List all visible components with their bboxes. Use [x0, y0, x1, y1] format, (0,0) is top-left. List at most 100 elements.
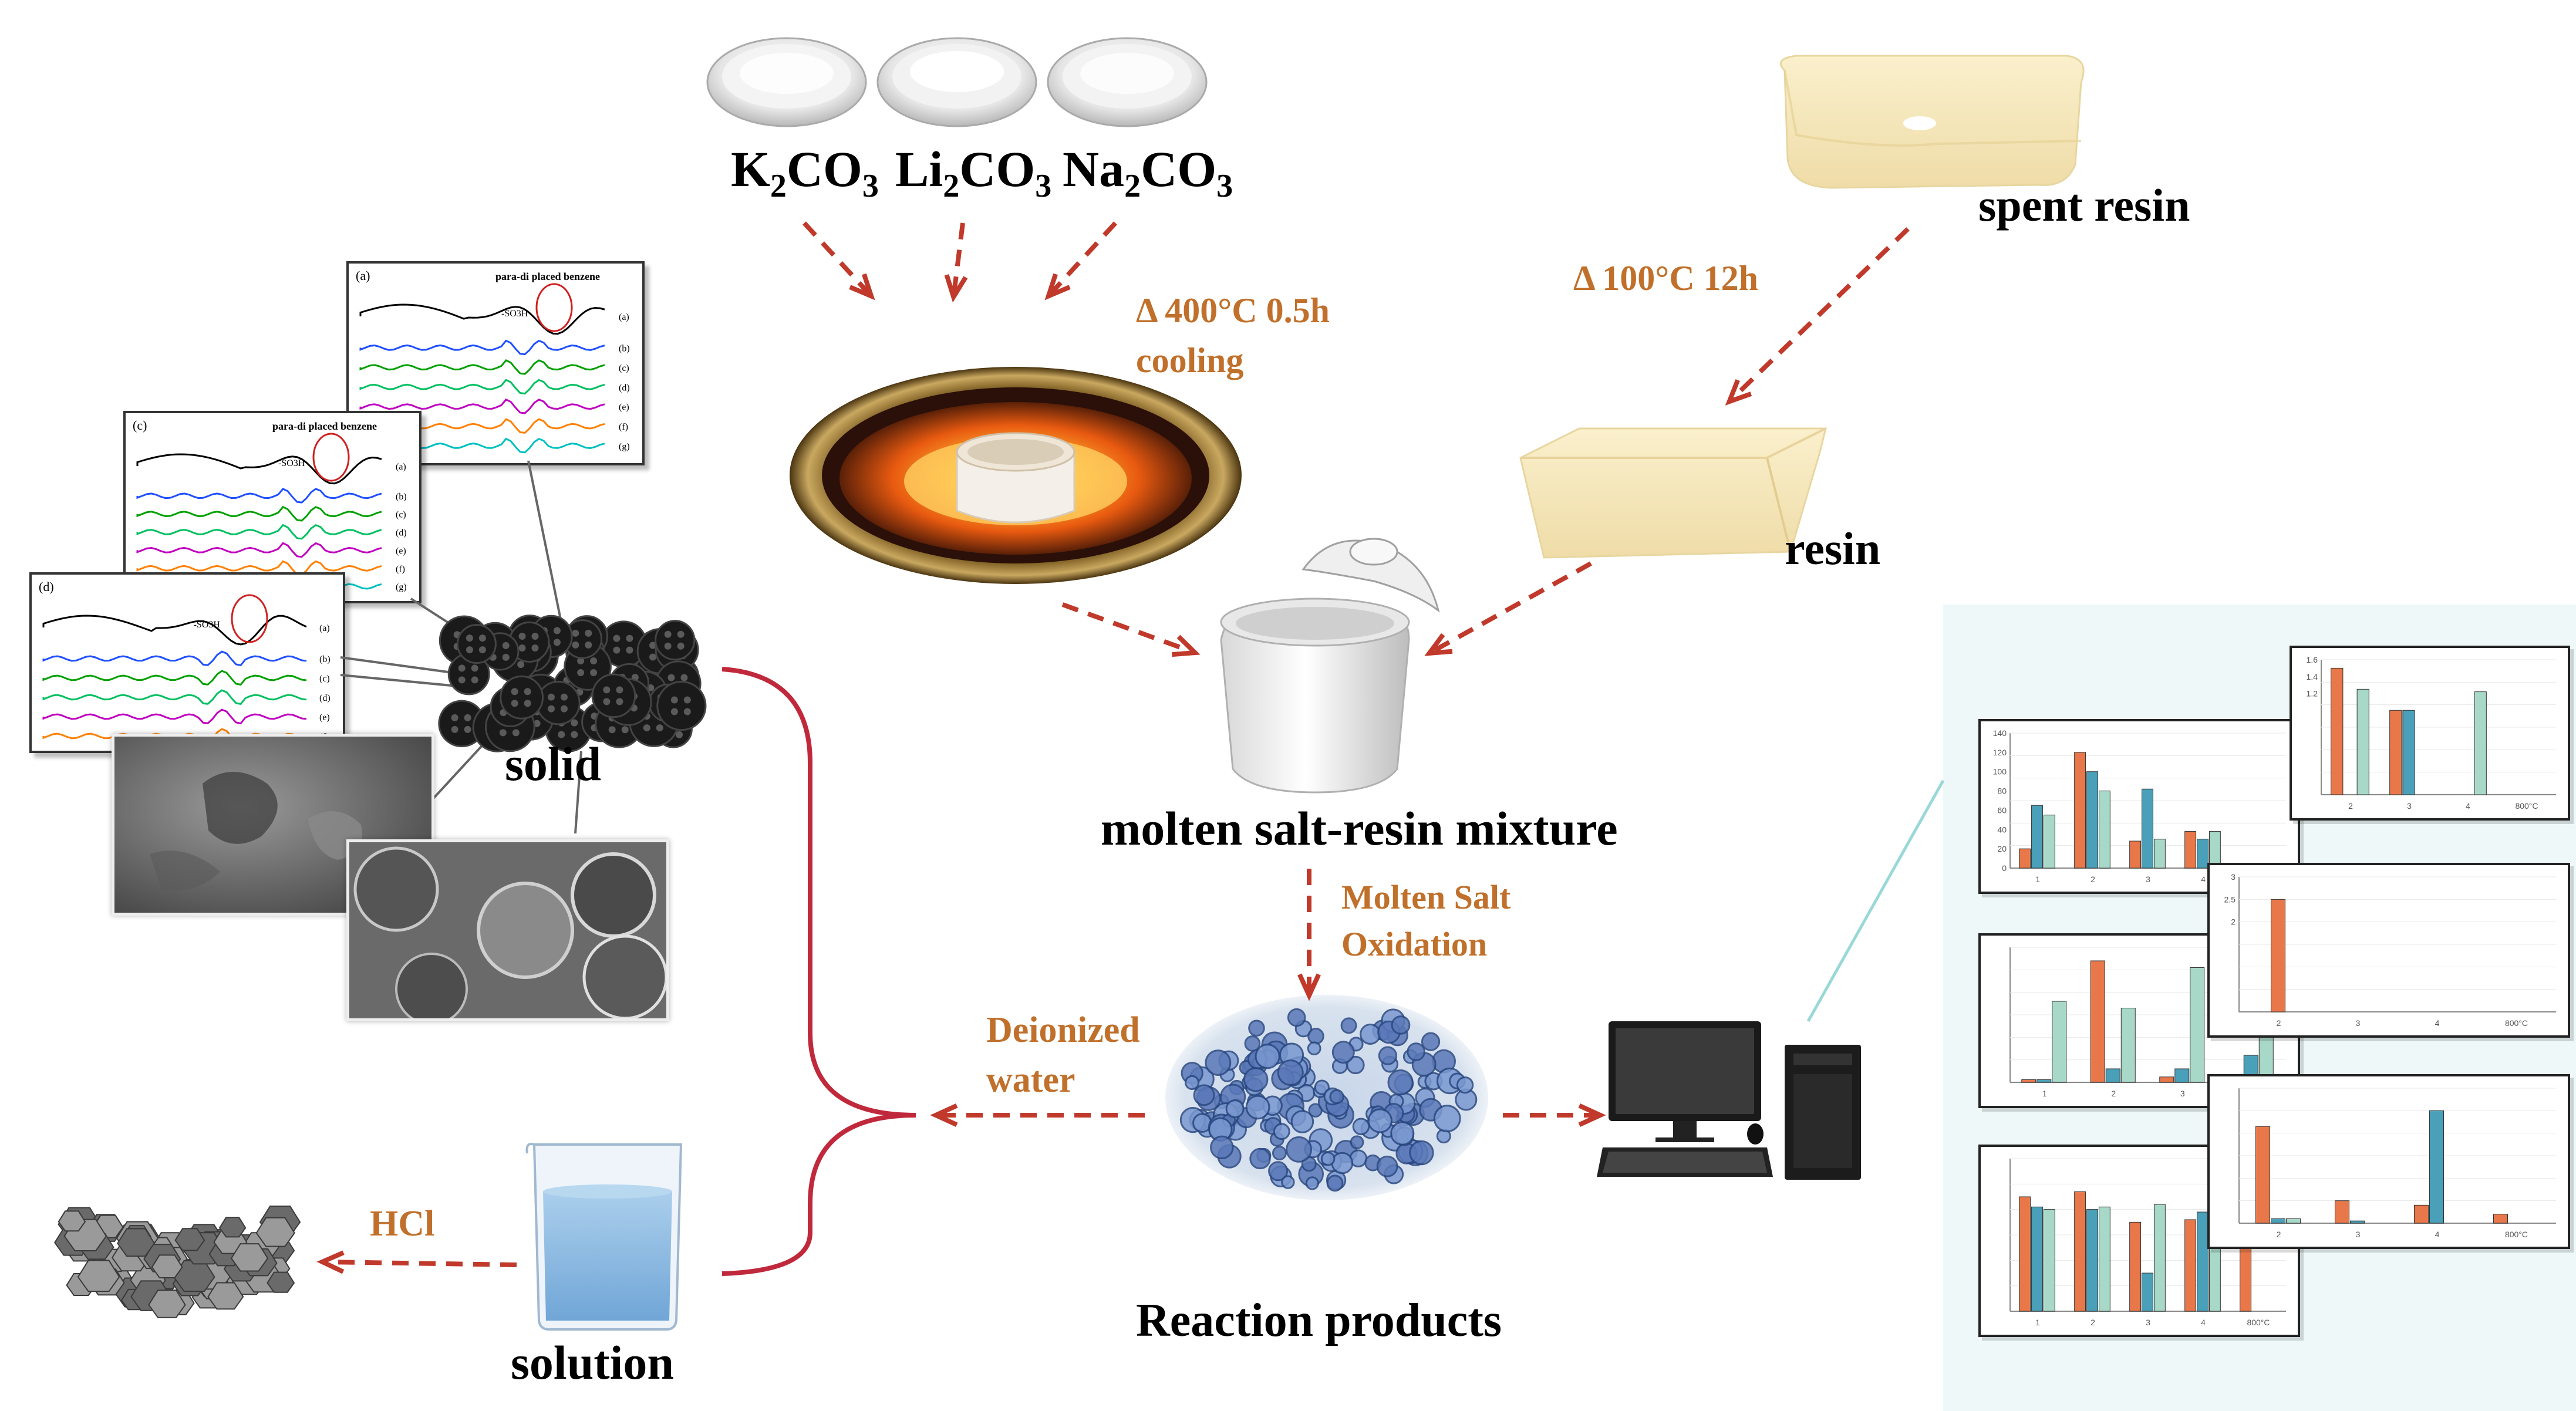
granule-pore: [664, 630, 672, 638]
resin-granule: [1290, 1110, 1314, 1133]
salt-label-k2co3: K2CO3: [731, 141, 879, 205]
chart-bar: [2159, 1076, 2174, 1083]
spectrum-curve-label: (e): [396, 546, 406, 556]
x-tick-label: 3: [2356, 1018, 2361, 1028]
arrow-crucible-to-products-head: [1297, 973, 1321, 1001]
x-tick-label: 2: [2111, 1089, 2116, 1098]
spectrum-curve: [42, 708, 307, 725]
x-tick-label: 3: [2407, 801, 2412, 811]
granule-pore: [451, 725, 458, 733]
y-tick-label: 1.4: [2307, 672, 2318, 681]
metal-pellet: [151, 1254, 183, 1278]
granule-pore: [643, 724, 650, 732]
spectrum-curve: [42, 670, 307, 686]
chart-bar: [2031, 805, 2043, 869]
granule-pore: [533, 720, 541, 727]
resin-granule: [1391, 1015, 1411, 1035]
porous-granule: [500, 675, 544, 720]
resin-granule: [1320, 1151, 1336, 1166]
resin-granule: [1329, 1089, 1344, 1105]
granule-pore: [683, 696, 691, 704]
spectrum-curve-label: (f): [396, 564, 405, 574]
arrow-furnace-to-crucible: [1061, 602, 1193, 654]
x-tick-label: 2: [2277, 1230, 2281, 1239]
y-tick-label: 100: [1993, 767, 2007, 777]
chart-bar: [2474, 691, 2487, 795]
x-tick-label: 2: [2348, 801, 2353, 811]
furnace-condition-cooling: cooling: [1136, 341, 1244, 380]
spectrum-curve: [136, 560, 382, 576]
resin-granule: [1390, 1121, 1415, 1146]
spectrum-curve: [42, 689, 307, 706]
spectrum-curve-label: (b): [396, 492, 407, 502]
x-tick-label: 4: [2201, 875, 2206, 884]
metal-pellet: [77, 1260, 120, 1292]
granule-pore: [670, 696, 678, 704]
granule-pore: [511, 688, 518, 696]
resin-granule: [1340, 1017, 1357, 1034]
chart-bar: [2129, 1221, 2142, 1312]
granule-pore: [626, 634, 633, 642]
resin-granule: [1367, 1108, 1392, 1133]
x-tick-label: 1: [2042, 1089, 2047, 1098]
oxidation-label-line1: Molten Salt: [1341, 878, 1511, 916]
arrow-products-to-computer-head: [1578, 1103, 1606, 1127]
chart-bar: [2356, 688, 2369, 795]
granule-pore: [502, 642, 510, 649]
granule-pore: [464, 714, 471, 721]
granule-pore: [478, 634, 486, 642]
x-tick-label: 4: [2201, 1318, 2206, 1327]
granule-pore: [664, 642, 672, 650]
granule-pore: [524, 700, 531, 707]
granule-pore: [571, 731, 578, 738]
chart-bar: [2074, 752, 2086, 869]
petri-dish-li2co3: [876, 37, 1037, 127]
salt-dishes: [706, 37, 1208, 127]
granule-pore: [590, 657, 598, 665]
resin-granule: [1326, 1174, 1344, 1192]
spectrum-curve-label: (g): [619, 442, 630, 452]
resin-granule: [1249, 1147, 1271, 1170]
arrow-resin-to-crucible-head: [1424, 633, 1453, 656]
spectrum-curve: [136, 542, 382, 558]
peak-highlight-ellipse: [312, 433, 350, 482]
chart-bar: [2286, 1218, 2301, 1224]
porous-granule: [655, 620, 696, 661]
granule-pore: [649, 653, 657, 661]
chart-bar: [2086, 1209, 2098, 1312]
furnace-crucible: [956, 432, 1075, 524]
spectrum-title: para-di placed benzene: [272, 420, 377, 432]
resin-granule: [1376, 1155, 1398, 1177]
granule-pore: [621, 726, 629, 734]
porous-granule: [656, 680, 707, 731]
solution-label: solution: [511, 1336, 674, 1389]
chart-bar: [2090, 960, 2105, 1083]
granule-pore: [558, 731, 565, 738]
chart-bar: [2098, 791, 2110, 869]
chart-bar: [2153, 1204, 2166, 1312]
granule-pore: [499, 729, 507, 737]
chart-bar: [2019, 848, 2031, 869]
deionized-label-line2: water: [986, 1060, 1075, 1100]
y-tick-label: 140: [1993, 728, 2007, 738]
chart-bar: [2197, 839, 2209, 869]
y-tick-label: 40: [1997, 825, 2007, 834]
granule-pore: [471, 664, 478, 672]
chart-bar: [2153, 839, 2166, 869]
granule-pore: [603, 686, 611, 694]
x-tick-label: 800°C: [2515, 801, 2538, 811]
hcl-label: HCl: [370, 1204, 435, 1244]
resin-granule: [1350, 1135, 1364, 1150]
crucible-mixture: [1220, 538, 1440, 794]
metal-pellet: [230, 1243, 269, 1272]
x-tick-label: 3: [2180, 1089, 2185, 1098]
granule-pore: [677, 642, 685, 650]
spectrum-curve: [359, 303, 605, 335]
resin-granule: [1378, 1046, 1398, 1065]
resin-granule: [1210, 1135, 1234, 1160]
peak-highlight-ellipse: [231, 594, 268, 643]
x-tick-label: 2: [2091, 1318, 2095, 1327]
spectrum-curve-label: (a): [396, 462, 406, 472]
spectrum-curve-label: (e): [619, 403, 629, 413]
